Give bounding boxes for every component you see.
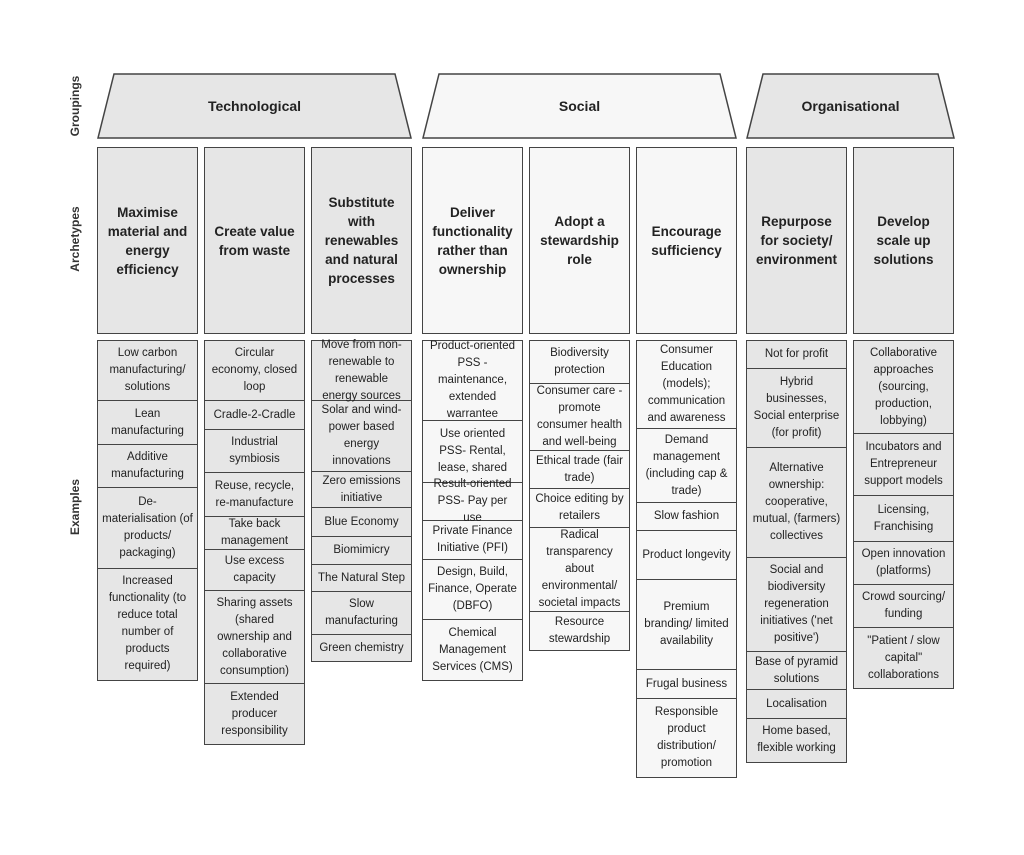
archetype-cell: Encourage sufficiency	[636, 147, 737, 334]
example-cell: Demand management (including cap & trade…	[636, 428, 737, 503]
example-cell: Use oriented PSS- Rental, lease, shared	[422, 420, 523, 483]
example-cell: Collaborative approaches (sourcing, prod…	[853, 339, 954, 435]
example-cell: Licensing, Franchising	[853, 494, 954, 543]
grouping-technological: Technological	[97, 72, 412, 140]
example-cell: Slow manufacturing	[311, 590, 412, 636]
example-cell: Cradle-2-Cradle	[204, 400, 305, 430]
example-cell: Circular economy, closed loop	[204, 339, 305, 402]
example-cell: Consumer Education (models); communicati…	[636, 339, 737, 430]
grouping-label: Organisational	[801, 98, 900, 114]
example-cell: Home based, flexible working	[746, 717, 847, 763]
example-cell: Low carbon manufacturing/ solutions	[97, 339, 198, 402]
example-cell: Result-oriented PSS- Pay per use	[422, 478, 523, 524]
example-column: Collaborative approaches (sourcing, prod…	[853, 339, 954, 689]
example-cell: Crowd sourcing/ funding	[853, 583, 954, 629]
archetype-cell: Deliver functionality rather than owners…	[422, 147, 523, 334]
example-cell: Slow fashion	[636, 501, 737, 532]
example-cell: Social and biodiversity regeneration ini…	[746, 557, 847, 652]
example-cell: "Patient / slow capital" collaborations	[853, 627, 954, 689]
example-column: Product-oriented PSS - maintenance, exte…	[422, 339, 523, 681]
example-cell: Industrial symbiosis	[204, 428, 305, 474]
example-cell: Radical transparency about environmental…	[529, 526, 630, 613]
example-cell: Green chemistry	[311, 634, 412, 662]
example-cell: Take back management	[204, 515, 305, 551]
example-cell: Sharing assets (shared ownership and col…	[204, 589, 305, 685]
example-cell: Design, Build, Finance, Operate (DBFO)	[422, 558, 523, 621]
example-cell: Alternative ownership: cooperative, mutu…	[746, 446, 847, 559]
example-cell: Premium branding/ limited availability	[636, 578, 737, 671]
example-column: Consumer Education (models); communicati…	[636, 339, 737, 778]
archetype-cell: Repurpose for society/ environment	[746, 147, 847, 334]
example-cell: Zero emissions initiative	[311, 470, 412, 509]
example-cell: Solar and wind-power based energy innova…	[311, 400, 412, 472]
archetype-cell: Create value from waste	[204, 147, 305, 334]
example-cell: Not for profit	[746, 339, 847, 370]
example-cell: Lean manufacturing	[97, 400, 198, 445]
example-cell: Increased functionality (to reduce total…	[97, 567, 198, 681]
example-cell: Use excess capacity	[204, 549, 305, 591]
example-cell: Chemical Management Services (CMS)	[422, 619, 523, 681]
example-cell: Hybrid businesses, Social enterprise (fo…	[746, 368, 847, 448]
example-cell: Responsible product distribution/ promot…	[636, 697, 737, 778]
grouping-organisational: Organisational	[746, 72, 955, 140]
grouping-label: Technological	[207, 98, 302, 114]
example-cell: Product longevity	[636, 530, 737, 580]
example-cell: Reuse, recycle, re-manufacture	[204, 472, 305, 517]
example-cell: Base of pyramid solutions	[746, 650, 847, 691]
example-cell: Extended producer responsibility	[204, 683, 305, 745]
example-cell: Incubators and Entrepreneur support mode…	[853, 433, 954, 496]
example-cell: Move from non-renewable to renewable ene…	[311, 339, 412, 402]
archetypes-row-label: Archetypes	[68, 206, 82, 272]
example-cell: Blue Economy	[311, 507, 412, 537]
example-cell: Consumer care - promote consumer health …	[529, 383, 630, 451]
grouping-social: Social	[422, 72, 737, 140]
archetype-cell: Maximise material and energy efficiency	[97, 147, 198, 334]
archetype-cell: Substitute with renewables and natural p…	[311, 147, 412, 334]
example-cell: Product-oriented PSS - maintenance, exte…	[422, 339, 523, 422]
example-cell: Frugal business	[636, 669, 737, 699]
example-cell: Ethical trade (fair trade)	[529, 449, 630, 490]
example-column: Move from non-renewable to renewable ene…	[311, 339, 412, 662]
example-cell: Biodiversity protection	[529, 339, 630, 385]
example-cell: Private Finance Initiative (PFI)	[422, 520, 523, 560]
example-cell: Open innovation (platforms)	[853, 541, 954, 585]
grouping-shape	[97, 73, 412, 139]
example-cell: Additive manufacturing	[97, 443, 198, 489]
example-cell: The Natural Step	[311, 564, 412, 592]
grouping-shape	[422, 73, 737, 139]
example-cell: Localisation	[746, 689, 847, 719]
archetype-cell: Develop scale up solutions	[853, 147, 954, 334]
archetype-cell: Adopt a stewardship role	[529, 147, 630, 334]
examples-row-label: Examples	[68, 478, 82, 536]
example-cell: De-materialisation (of products/ packagi…	[97, 487, 198, 569]
groupings-row-label: Groupings	[68, 75, 82, 137]
example-cell: Choice editing by retailers	[529, 488, 630, 528]
example-cell: Resource stewardship	[529, 611, 630, 651]
grouping-shape	[746, 73, 955, 139]
example-cell: Biomimicry	[311, 535, 412, 566]
grouping-label: Social	[558, 98, 601, 114]
